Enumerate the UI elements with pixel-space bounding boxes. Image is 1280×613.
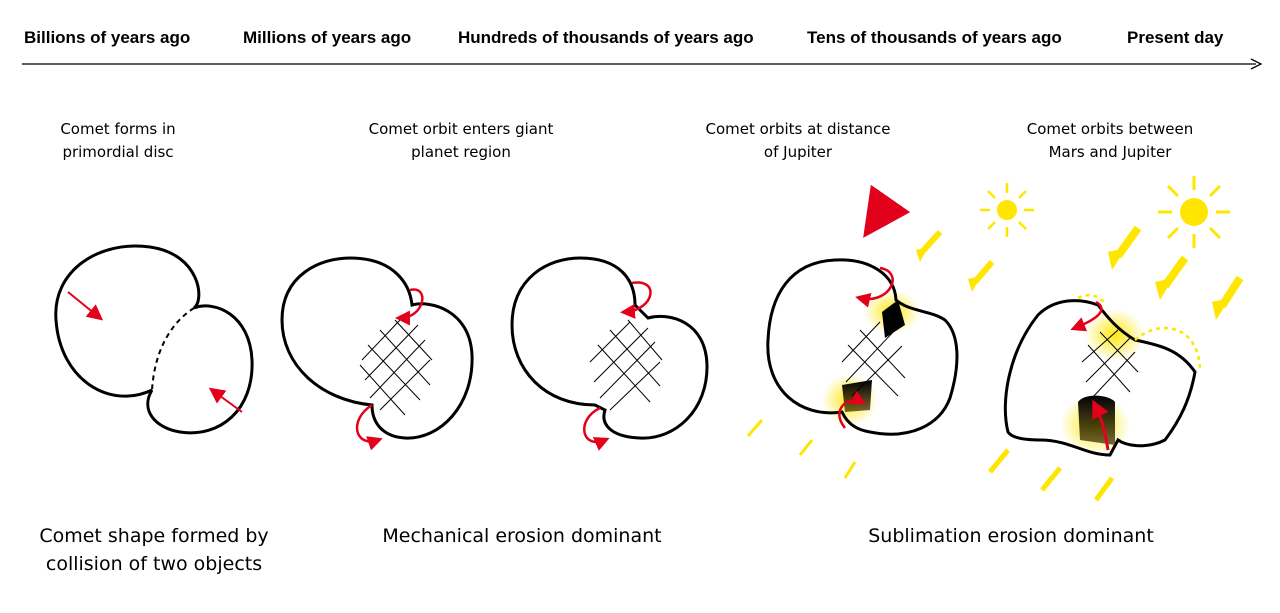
stage-caption-line: planet region [411, 143, 511, 161]
rotation-arrow-icon [583, 406, 610, 451]
fracture-grid [841, 321, 906, 397]
caption-collision: Comet shape formed by collision of two o… [39, 522, 268, 578]
axis-arrowhead-icon [1250, 58, 1263, 70]
timeline-label-hundreds-of-thousands: Hundreds of thousands of years ago [458, 28, 754, 47]
rotation-arrow-icon [838, 390, 867, 429]
sunlight-arrow-icon [988, 448, 1010, 474]
timeline-axis [22, 58, 1263, 70]
comet-stage-jupiter [746, 184, 995, 479]
timeline-label-tens-of-thousands: Tens of thousands of years ago [807, 28, 1062, 47]
sunlight-arrow-icon [1040, 466, 1062, 492]
sunlight-arrow-icon [746, 419, 764, 437]
rotation-arrow-icon [355, 403, 383, 451]
sunlight-arrowhead [1108, 248, 1126, 270]
rotation-arrow-icon [1092, 399, 1110, 451]
stage-caption-jupiter: Comet orbits at distance of Jupiter [705, 118, 890, 164]
timeline-label-present-day: Present day [1127, 28, 1224, 47]
rotation-arrow-icon [855, 266, 894, 308]
comet-stage-neck-erosion [510, 256, 709, 451]
fracture-grid [359, 319, 433, 416]
sunlight-arrow-icon [1093, 476, 1115, 502]
fracture-grid [589, 319, 663, 411]
stage-caption-line: Comet orbits at distance [705, 120, 891, 138]
sunlight-arrowhead [968, 276, 981, 292]
impact-arrow-icon [67, 291, 104, 321]
stage-caption-line: of Jupiter [763, 143, 833, 161]
stage-caption-line: primordial disc [62, 143, 174, 161]
sun-icon [980, 183, 1034, 237]
comet-stage-mars-jupiter [980, 176, 1244, 502]
sunlight-arrow-icon [798, 439, 814, 456]
sublimation-glow [1085, 309, 1145, 361]
stage-caption-mars-jupiter: Comet orbits between Mars and Jupiter [1027, 118, 1194, 164]
impact-arrow-icon [208, 387, 243, 413]
rotation-arrow-icon [395, 288, 424, 326]
caption-line: collision of two objects [45, 553, 263, 575]
sunlight-arrowhead [1212, 298, 1230, 320]
caption-mechanical-erosion: Mechanical erosion dominant [382, 525, 662, 547]
stage-caption-line: Comet orbit enters giant [368, 120, 554, 138]
sunlight-arrow-icon [843, 461, 857, 479]
rotation-arrow-icon [620, 281, 652, 319]
comet-stage-fracture [280, 256, 474, 451]
fracture-grid [1081, 329, 1139, 399]
sunlight-arrow-icon [863, 184, 911, 238]
stage-caption-line: Mars and Jupiter [1048, 143, 1172, 161]
stage-caption-formation: Comet forms in primordial disc [60, 118, 175, 164]
timeline-label-billions: Billions of years ago [24, 28, 191, 47]
comet-stage-collision [54, 244, 254, 435]
rotation-arrow-icon [1070, 300, 1103, 332]
timeline-label-millions: Millions of years ago [243, 28, 412, 47]
sun-icon [1158, 176, 1230, 248]
caption-line: Comet shape formed by [39, 525, 269, 547]
sunlight-arrowhead [1155, 278, 1173, 300]
caption-sublimation-erosion: Sublimation erosion dominant [868, 525, 1154, 547]
stage-caption-line: Comet forms in [60, 120, 176, 138]
stage-caption-giant-planet: Comet orbit enters giant planet region [369, 118, 554, 164]
sunlight-arrowhead [916, 247, 928, 262]
stage-caption-line: Comet orbits between [1026, 120, 1194, 138]
